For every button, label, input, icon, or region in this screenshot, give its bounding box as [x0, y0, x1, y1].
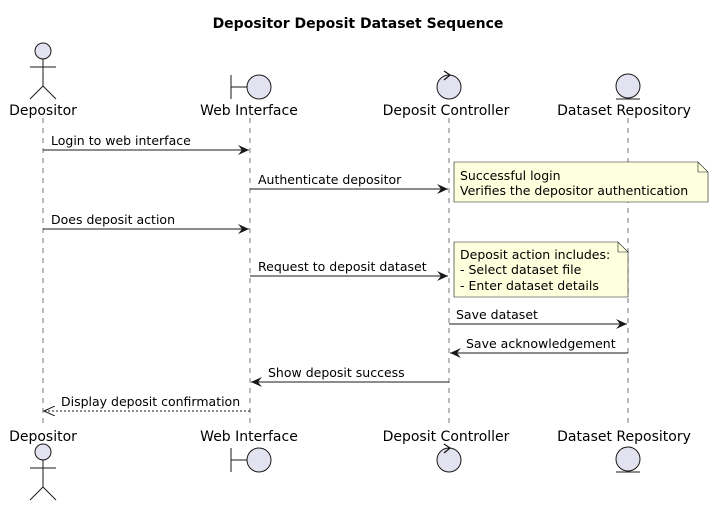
participant-label-dataset-repository: Dataset Repository	[557, 429, 691, 445]
participant-label-deposit-controller: Deposit Controller	[383, 429, 510, 445]
note: Successful login Verifies the depositor …	[453, 161, 709, 203]
control-icon	[436, 443, 462, 473]
note-line: Verifies the depositor authentication	[460, 183, 688, 198]
boundary-icon	[230, 447, 272, 473]
note: Deposit action includes: - Select datase…	[453, 241, 629, 298]
participant-label-depositor: Depositor	[9, 103, 77, 119]
message-label: Login to web interface	[51, 133, 191, 148]
message-label: Request to deposit dataset	[258, 259, 427, 274]
message-label: Does deposit action	[51, 212, 175, 227]
participant-label-web-interface: Web Interface	[200, 429, 298, 445]
message-label: Authenticate depositor	[258, 172, 402, 187]
participant-label-dataset-repository: Dataset Repository	[557, 103, 691, 119]
control-icon	[436, 70, 462, 100]
boundary-icon	[230, 74, 272, 100]
note-line: - Select dataset file	[460, 262, 582, 277]
note-line: - Enter dataset details	[460, 278, 599, 293]
note-line: Deposit action includes:	[460, 247, 610, 262]
message-label: Show deposit success	[268, 365, 405, 380]
participant-label-deposit-controller: Deposit Controller	[383, 103, 510, 119]
participant-label-depositor: Depositor	[9, 429, 77, 445]
diagram-title: Depositor Deposit Dataset Sequence	[213, 16, 504, 32]
message-label: Save acknowledgement	[466, 336, 616, 351]
message-label: Display deposit confirmation	[61, 394, 240, 409]
entity-icon	[615, 73, 641, 100]
actor-icon	[29, 42, 57, 100]
message-label: Save dataset	[456, 307, 538, 322]
actor-icon	[29, 443, 57, 501]
entity-icon	[615, 446, 641, 473]
participant-label-web-interface: Web Interface	[200, 103, 298, 119]
note-line: Successful login	[460, 168, 561, 183]
